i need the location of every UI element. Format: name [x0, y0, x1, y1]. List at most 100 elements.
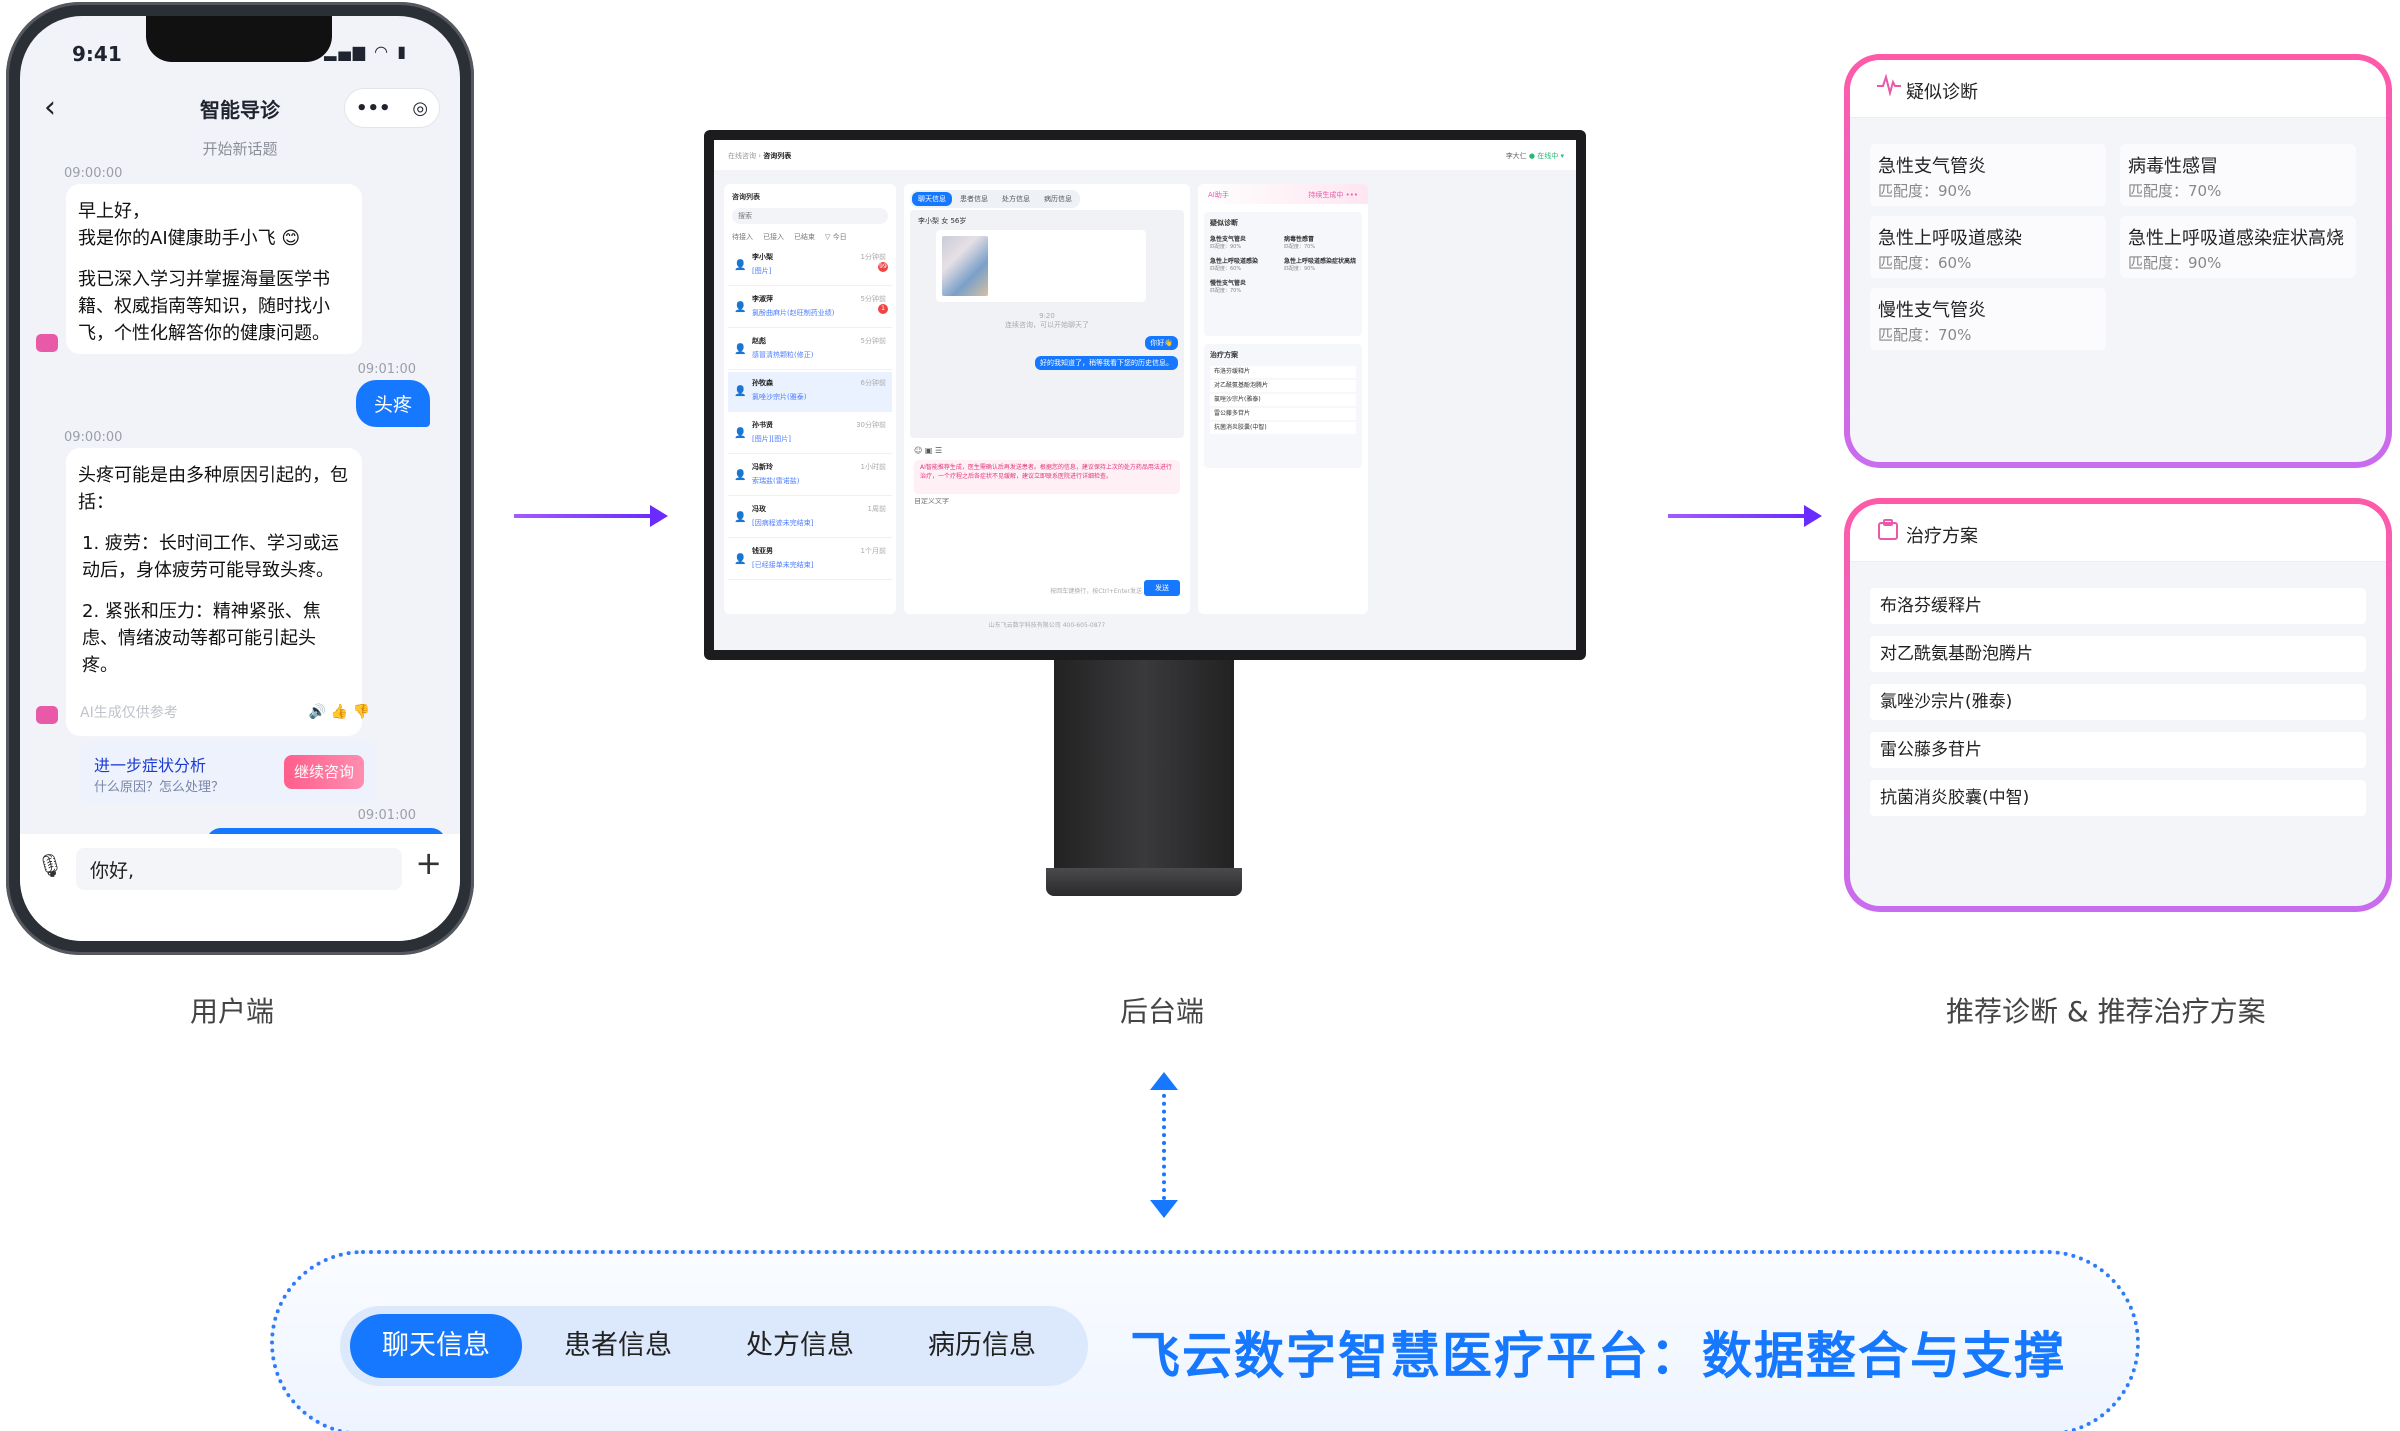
platform-tab-record[interactable]: 病历信息 [928, 1330, 1036, 1361]
tab-patient[interactable]: 患者信息 [960, 195, 988, 203]
consult-time: 1周前 [867, 505, 886, 513]
consult-item[interactable]: 👤钱亚男[已经接单未完结束]1个月前 [728, 540, 892, 580]
chat-center-note: 连续咨询，可以开始聊天了 [1005, 321, 1089, 329]
more-icon[interactable]: ••• [355, 97, 391, 119]
chat-input[interactable] [914, 498, 1094, 505]
diagnosis-name: 病毒性感冒 [2128, 156, 2218, 177]
platform-tab-patient[interactable]: 患者信息 [564, 1330, 672, 1361]
pulse-icon [1876, 73, 1902, 102]
mini-diagnosis-name: 急性上呼吸道感染 [1210, 258, 1259, 265]
treatment-item: 雷公藤多苷片 [1870, 732, 2366, 768]
platform-tab-chat[interactable]: 聊天信息 [350, 1314, 522, 1378]
filter-tab[interactable]: 待接入 [732, 233, 753, 241]
continue-consult-button[interactable]: 继续咨询 [284, 755, 364, 789]
consult-item[interactable]: 👤冯新玲索瑞盐(雷诺盐)1小时前 [728, 456, 892, 496]
user-icon: 👤 [734, 386, 747, 397]
tab-record[interactable]: 病历信息 [1044, 195, 1072, 203]
consult-name: 冯玫 [752, 505, 766, 513]
mini-treatment-title: 治疗方案 [1210, 351, 1238, 359]
filter-tab[interactable]: 已结束 [794, 233, 815, 241]
clipboard-icon [1876, 518, 1900, 548]
diagnosis-card: 疑似诊断 急性支气管炎匹配度：90% 病毒性感冒匹配度：70% 急性上呼吸道感染… [1844, 54, 2392, 468]
ai-disclaimer: AI生成仅供参考 [80, 705, 178, 721]
chat-patient-info: 李小梨 女 56岁 [918, 217, 967, 225]
phone-screen: 9:41 ▂▄▆ ◠ ▮ ‹ 智能导诊 ••• ◎ 开始新话题 09:00:00… [20, 16, 460, 941]
caption-admin: 后台端 [1120, 995, 1205, 1028]
diagnosis-match: 匹配度：60% [1878, 254, 1972, 272]
consult-summary: 索瑞盐(雷诺盐) [752, 477, 800, 485]
phone-frame: 9:41 ▂▄▆ ◠ ▮ ‹ 智能导诊 ••• ◎ 开始新话题 09:00:00… [6, 2, 474, 955]
unread-badge: 99 [878, 262, 888, 272]
close-target-icon[interactable]: ◎ [412, 97, 429, 119]
diagnosis-item: 急性支气管炎匹配度：90% [1870, 144, 2106, 206]
consult-summary: [已经接单未完结束] [752, 561, 814, 569]
microphone-icon[interactable]: 🎙 [36, 854, 64, 879]
consult-name: 冯新玲 [752, 463, 773, 471]
search-input[interactable] [732, 208, 888, 224]
filter-tab[interactable]: 已接入 [763, 233, 784, 241]
input-bar: 🎙 + [20, 834, 460, 941]
consult-time: 5分钟前 [860, 295, 886, 303]
treatment-item: 布洛芬缓释片 [1870, 588, 2366, 624]
consult-item[interactable]: 👤赵彪感冒清热颗粒(修正)5分钟前 [728, 330, 892, 370]
followup-title[interactable]: 进一步症状分析 [94, 756, 207, 775]
caption-recommend: 推荐诊断 & 推荐治疗方案 [1946, 995, 2266, 1028]
user-icon: 👤 [734, 428, 747, 439]
consult-item-active[interactable]: 👤孙牧森氯唑沙宗片(雅泰)6分钟前 [728, 372, 892, 412]
consult-item[interactable]: 👤孙书贤[图片][图片]30分钟前 [728, 414, 892, 454]
tab-chat[interactable]: 聊天信息 [912, 192, 952, 206]
send-button[interactable]: 发送 [1144, 580, 1180, 596]
admin-topbar: 在线咨询 › 咨询列表 李大仁 ● 在线中 ▾ [714, 140, 1576, 170]
consult-time: 1分钟前 [860, 253, 886, 261]
ai-message-line: 2. 紧张和压力：精神紧张、焦虑、情绪波动等都可能引起头疼。 [82, 601, 321, 676]
mini-diagnosis-item: 病毒性感冒匹配度：70% [1284, 234, 1352, 250]
ai-message-line: 1. 疲劳：长时间工作、学习或运动后，身体疲劳可能导致头疼。 [82, 533, 339, 581]
unread-badge: 1 [878, 304, 888, 314]
consult-summary: 感冒清热颗粒(修正) [752, 351, 814, 359]
ai-message-line: 我已深入学习并掌握海量医学书籍、权威指南等知识，随时找小飞，个性化解答你的健康问… [78, 269, 330, 344]
consult-name: 李淑萍 [752, 295, 773, 303]
filter-tab[interactable]: ▽ 今日 [825, 233, 847, 241]
ai-feedback-row: AI生成仅供参考 🔊 👍 👎 [80, 702, 376, 728]
user-icon: 👤 [734, 302, 747, 313]
consult-name: 李小梨 [752, 253, 773, 261]
mini-diagnosis-card: 疑似诊断 急性支气管炎匹配度：90% 病毒性感冒匹配度：70% 急性上呼吸道感染… [1204, 212, 1362, 336]
mini-treatment-item: 氯唑沙宗片(雅泰) [1210, 394, 1356, 406]
consult-summary: 氯唑沙宗片(雅泰) [752, 393, 807, 401]
treatment-item: 对乙酰氨基酚泡腾片 [1870, 636, 2366, 672]
ai-message-line: 我是你的AI健康助手小飞 😊 [78, 228, 301, 249]
new-topic-link[interactable]: 开始新话题 [202, 140, 278, 158]
message-time: 09:00:00 [64, 166, 123, 181]
platform-tab-prescription[interactable]: 处方信息 [746, 1330, 854, 1361]
breadcrumb-home[interactable]: 在线咨询 › [728, 152, 762, 160]
chat-toolbar[interactable]: ☺ ▣ ☰ [914, 446, 943, 455]
ai-message: 头疼可能是由多种原因引起的，包括： 1. 疲劳：长时间工作、学习或运动后，身体疲… [66, 448, 362, 736]
consult-summary: [图片][图片] [752, 435, 791, 443]
diagnosis-item: 慢性支气管炎匹配度：70% [1870, 288, 2106, 350]
user-status: ● 在线中 ▾ [1528, 152, 1564, 160]
ai-assistant-panel: AI助手 持续生成中 ••• 疑似诊断 急性支气管炎匹配度：90% 病毒性感冒匹… [1198, 184, 1368, 614]
plus-icon[interactable]: + [415, 844, 442, 882]
diagnosis-item: 病毒性感冒匹配度：70% [2120, 144, 2356, 206]
ai-panel-status[interactable]: 持续生成中 ••• [1308, 191, 1358, 199]
user-icon: 👤 [734, 260, 747, 271]
mini-treatment-item: 对乙酰氨基酚泡腾片 [1210, 380, 1356, 392]
tab-prescription[interactable]: 处方信息 [1002, 195, 1030, 203]
consult-item[interactable]: 👤冯玫[因病程迹未完结束]1周前 [728, 498, 892, 538]
mini-diagnosis-item: 慢性支气管炎匹配度：70% [1210, 278, 1278, 294]
user-icon: 👤 [734, 344, 747, 355]
mini-treatment-item: 抗菌消炎胶囊(中智) [1210, 422, 1356, 434]
consult-time: 30分钟前 [856, 421, 886, 429]
message-input[interactable] [76, 848, 402, 890]
treatment-card-header: 治疗方案 [1850, 504, 2386, 562]
feedback-icons[interactable]: 🔊 👍 👎 [308, 704, 370, 720]
back-icon[interactable]: ‹ [44, 90, 56, 125]
admin-user[interactable]: 李大仁 ● 在线中 ▾ [1506, 151, 1564, 161]
doctor-message: 你好👋 [1145, 336, 1178, 350]
chat-panel: 聊天信息 患者信息 处方信息 病历信息 李小梨 女 56岁 9:20 连续咨询，… [904, 184, 1190, 614]
mini-diagnosis-name: 慢性支气管炎 [1210, 280, 1247, 287]
medicine-photo[interactable] [942, 236, 988, 296]
diagnosis-match: 匹配度：90% [2128, 254, 2222, 272]
